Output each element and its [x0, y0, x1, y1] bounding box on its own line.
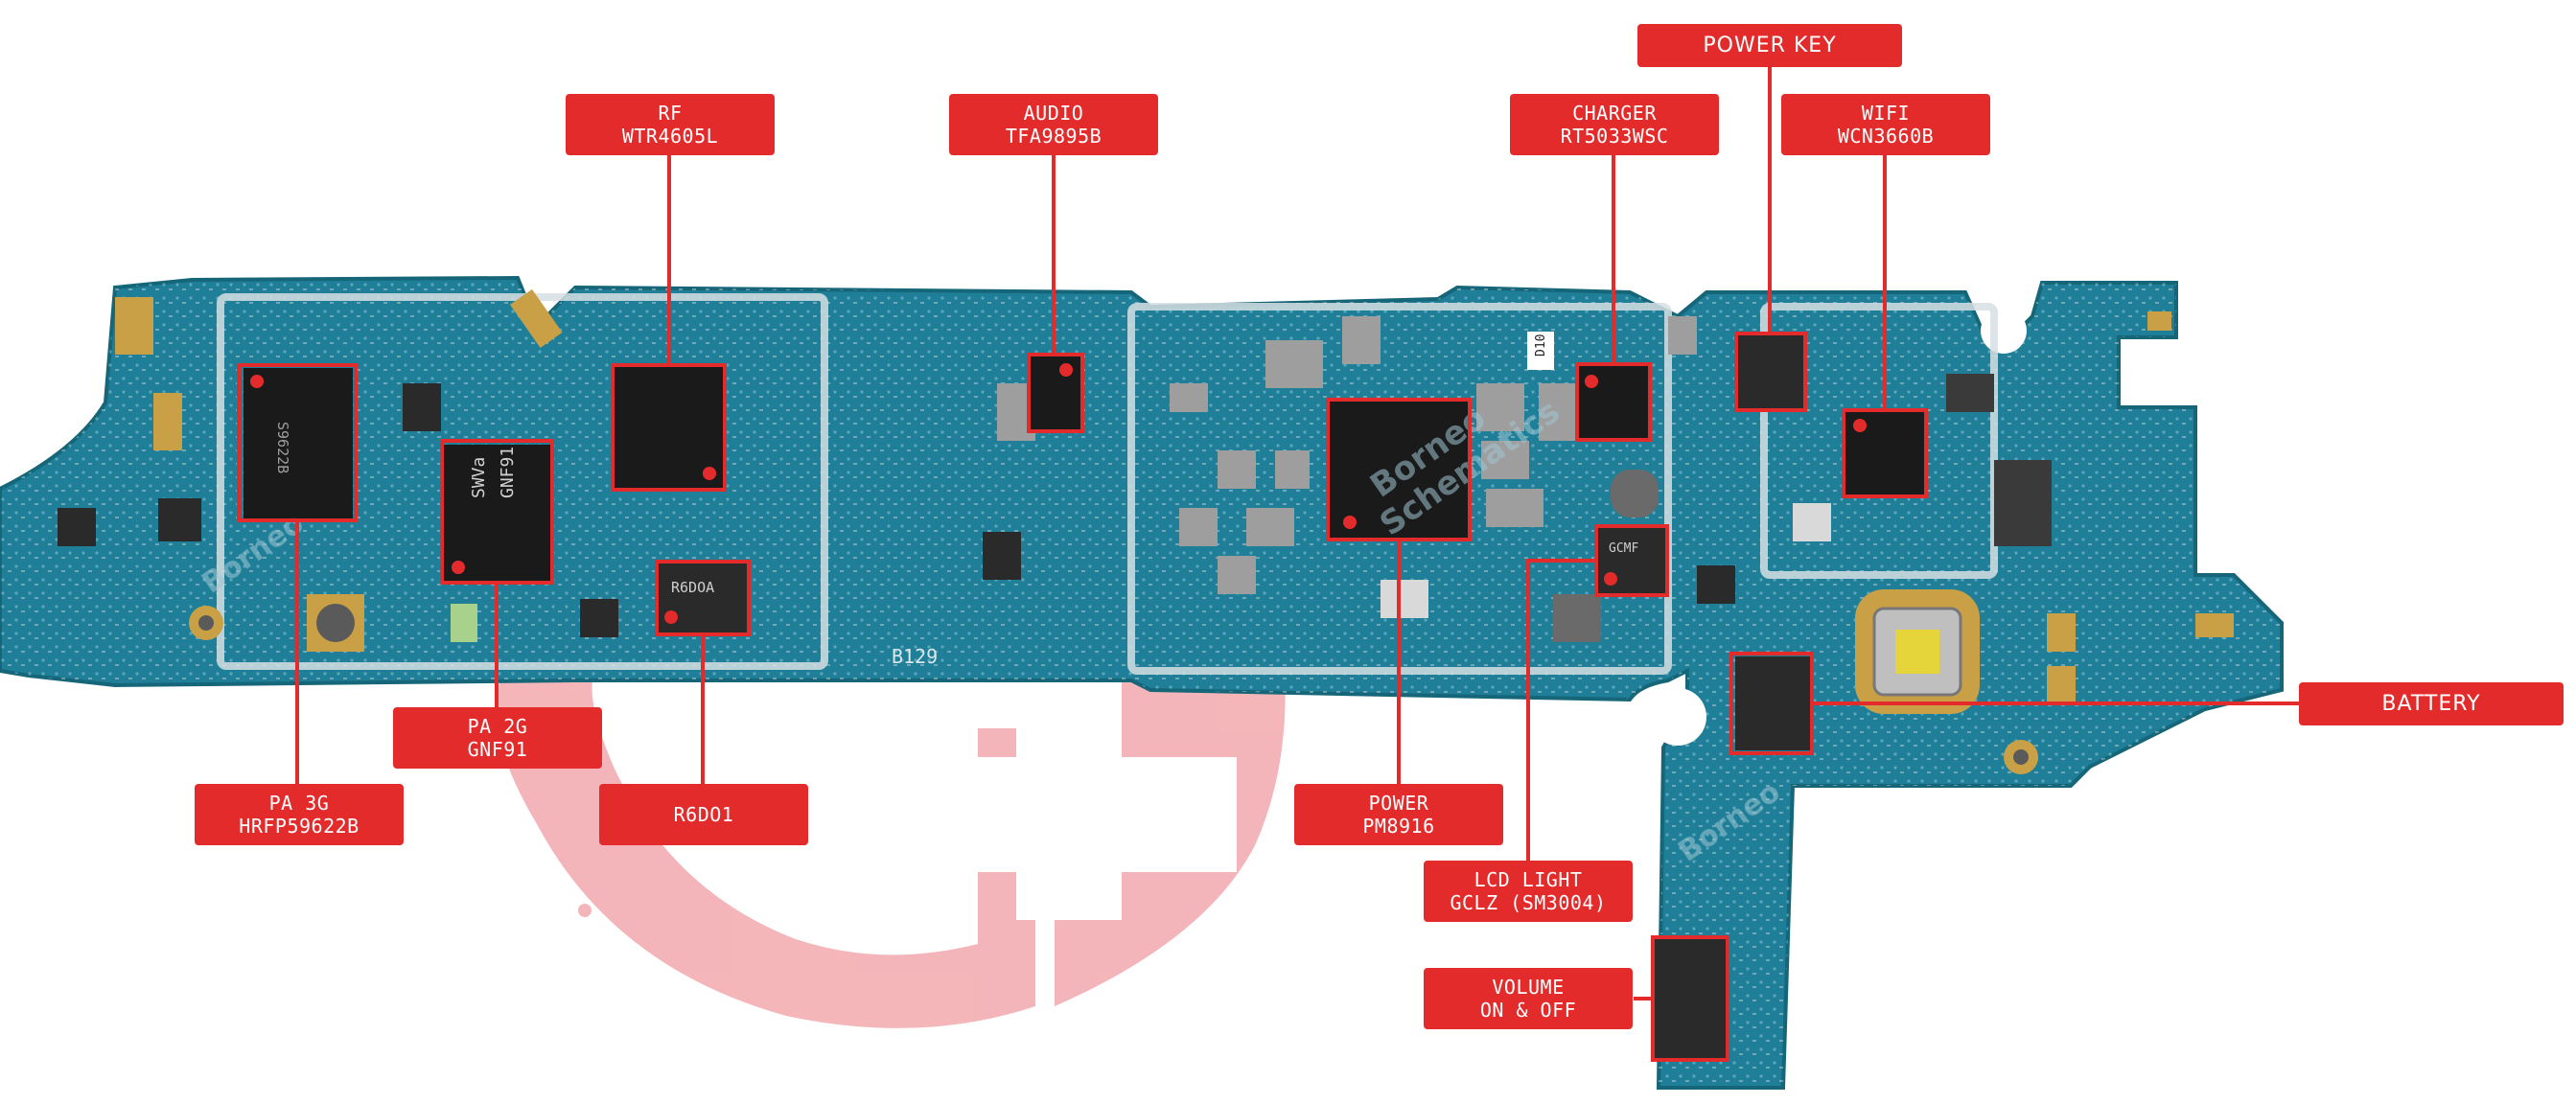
marking-b129: B129 [892, 645, 938, 668]
label-pa-3g: PA 3G HRFP59622B [195, 784, 404, 845]
chip-marking: GCMF [1609, 541, 1638, 556]
gold-contact [510, 288, 563, 348]
label-power-key: POWER KEY [1637, 24, 1902, 67]
label-line: RF [658, 102, 683, 125]
chip-pa-2g: SWVa GNF91 [443, 445, 550, 581]
label-line: R6DO1 [673, 803, 734, 826]
label-line: GCLZ (SM3004) [1450, 891, 1607, 914]
chip-pa-3g: S9622B [244, 368, 353, 519]
label-charger: CHARGER RT5033WSC [1510, 94, 1719, 155]
label-line: WTR4605L [621, 125, 719, 148]
marking-d10: D10 [1534, 334, 1548, 356]
board-cutout [1981, 308, 2027, 354]
screw-hole [1808, 790, 1835, 816]
label-line: AUDIO [1023, 102, 1084, 125]
label-line: PA 3G [268, 792, 330, 815]
label-lcd-light: LCD LIGHT GCLZ (SM3004) [1424, 861, 1633, 922]
chip-marking: SWVa [469, 457, 489, 498]
flash-led [1895, 630, 1939, 674]
label-line: PA 2G [467, 715, 528, 738]
gold-contact [153, 393, 182, 450]
label-line: PM8916 [1362, 815, 1435, 838]
battery-connector [1735, 656, 1810, 750]
volume-connector [1655, 939, 1728, 1058]
label-line: TFA9895B [1005, 125, 1102, 148]
label-wifi: WIFI WCN3660B [1781, 94, 1990, 155]
label-line: POWER [1368, 792, 1429, 815]
label-line: RT5033WSC [1560, 125, 1669, 148]
label-rf: RF WTR4605L [566, 94, 775, 155]
label-line: VOLUME [1492, 976, 1565, 999]
label-line: GNF91 [467, 738, 528, 761]
label-r6do1: R6DO1 [599, 784, 808, 845]
label-line: CHARGER [1572, 102, 1657, 125]
smd-components [58, 311, 2234, 704]
marking-label [1527, 332, 1554, 370]
label-line: ON & OFF [1479, 999, 1577, 1022]
chip-rf [614, 366, 723, 489]
watermark-logo-icon [496, 661, 1286, 1028]
chip-marking: R6DOA [671, 579, 714, 596]
label-battery: BATTERY [2299, 682, 2564, 725]
pin-dots [250, 363, 1867, 624]
label-line: POWER KEY [1703, 33, 1837, 58]
label-audio: AUDIO TFA9895B [949, 94, 1158, 155]
label-line: WIFI [1861, 102, 1911, 125]
label-volume: VOLUME ON & OFF [1424, 968, 1633, 1029]
pcb-texture [0, 278, 2282, 1088]
label-power: POWER PM8916 [1294, 784, 1503, 845]
chip-power-key [1737, 335, 1804, 408]
chip-audio [1030, 356, 1081, 429]
label-line: HRFP59622B [239, 815, 360, 838]
label-line: BATTERY [2381, 691, 2481, 716]
leader-lines [295, 67, 2299, 1000]
label-line: LCD LIGHT [1474, 868, 1583, 891]
gold-contact [115, 297, 153, 355]
label-pa-2g: PA 2G GNF91 [393, 707, 602, 769]
chip-marking: GNF91 [498, 447, 518, 498]
chip-marking: S9622B [274, 422, 291, 473]
label-line: WCN3660B [1837, 125, 1935, 148]
chip-power [1329, 401, 1469, 539]
board-cutout [1649, 688, 1706, 746]
